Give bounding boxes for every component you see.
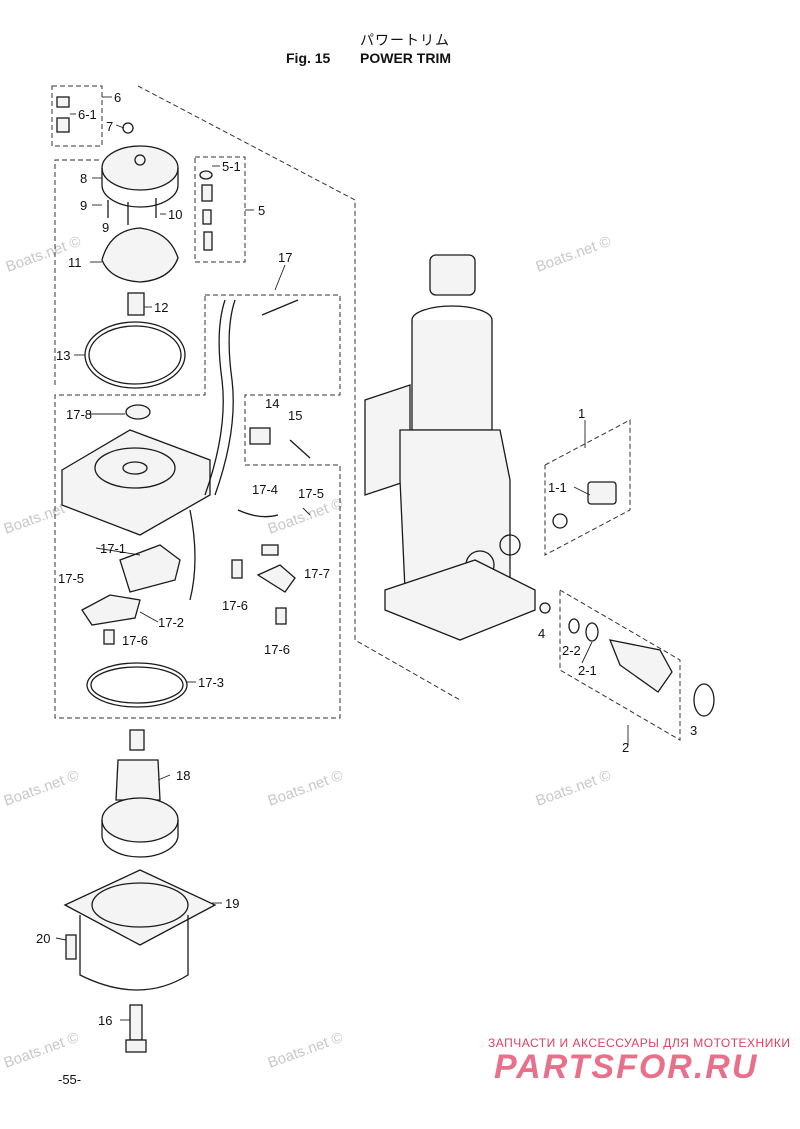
callout-label: 6 bbox=[114, 90, 121, 105]
callout-label: 17-5 bbox=[298, 486, 324, 501]
promo-brand-logo: PARTSFOR.RU bbox=[494, 1048, 759, 1086]
callout-label: 13 bbox=[56, 348, 70, 363]
callout-label: 14 bbox=[265, 396, 279, 411]
callout-label: 1 bbox=[578, 406, 585, 421]
callout-label: 15 bbox=[288, 408, 302, 423]
armature-yoke-assembly bbox=[63, 729, 217, 1053]
manual-valve-assembly bbox=[568, 618, 715, 717]
callout-label: 17-1 bbox=[100, 541, 126, 556]
callout-label: 16 bbox=[98, 1013, 112, 1028]
callout-label: 12 bbox=[154, 300, 168, 315]
callout-label: 5-1 bbox=[222, 159, 241, 174]
callout-label: 17-6 bbox=[122, 633, 148, 648]
callout-label: 8 bbox=[80, 171, 87, 186]
callout-label: 2 bbox=[622, 740, 629, 755]
figure-number: Fig. 15 bbox=[286, 50, 331, 66]
callout-label: 17-8 bbox=[66, 407, 92, 422]
callout-label: 17-6 bbox=[222, 598, 248, 613]
callout-label: 17-4 bbox=[252, 482, 278, 497]
callout-label: 2-1 bbox=[578, 663, 597, 678]
reservoir-cap-assembly bbox=[56, 96, 213, 389]
leader-lines bbox=[55, 96, 629, 1021]
callout-label: 1-1 bbox=[548, 480, 567, 495]
diagram-title: POWER TRIM bbox=[360, 50, 451, 66]
watermark-text: Boats.net © bbox=[266, 1029, 346, 1072]
callout-label: 9 bbox=[80, 198, 87, 213]
callout-label: 3 bbox=[690, 723, 697, 738]
callout-label: 4 bbox=[538, 626, 545, 641]
watermarks: Boats.net © Boats.net © Boats.net © Boat… bbox=[2, 233, 614, 1072]
watermark-text: Boats.net © bbox=[534, 767, 614, 810]
callout-label: 20 bbox=[36, 931, 50, 946]
callout-label: 11 bbox=[68, 255, 82, 270]
promo-tagline: ЗАПЧАСТИ И АКСЕССУАРЫ ДЛЯ МОТОТЕХНИКИ bbox=[488, 1036, 791, 1050]
callout-label: 10 bbox=[168, 207, 182, 222]
callout-label: 9 bbox=[102, 220, 109, 235]
watermark-text: Boats.net © bbox=[266, 767, 346, 810]
callout-label: 17-5 bbox=[58, 571, 84, 586]
watermark-text: Boats.net © bbox=[266, 495, 346, 538]
watermark-text: Boats.net © bbox=[2, 767, 82, 810]
callout-label: 7 bbox=[106, 119, 113, 134]
motor-assembly bbox=[61, 299, 311, 708]
diagram-title-japanese: パワートリム bbox=[360, 33, 450, 49]
page-number: -55- bbox=[58, 1072, 82, 1087]
callout-label: 17 bbox=[278, 250, 292, 265]
callout-label: 17-3 bbox=[198, 675, 224, 690]
watermark-text: Boats.net © bbox=[534, 233, 614, 276]
watermark-text: Boats.net © bbox=[2, 1029, 82, 1072]
callout-labels: 6 6-1 7 8 9 9 10 5-1 5 11 12 13 17 14 15… bbox=[36, 90, 697, 1028]
callout-label: 19 bbox=[225, 896, 239, 911]
callout-label: 2-2 bbox=[562, 643, 581, 658]
trim-cylinder-assembly bbox=[364, 254, 617, 641]
callout-label: 17-7 bbox=[304, 566, 330, 581]
callout-label: 17-2 bbox=[158, 615, 184, 630]
callout-label: 6-1 bbox=[78, 107, 97, 122]
callout-label: 18 bbox=[176, 768, 190, 783]
callout-label: 5 bbox=[258, 203, 265, 218]
callout-label: 17-6 bbox=[264, 642, 290, 657]
group-outlines bbox=[51, 85, 681, 741]
